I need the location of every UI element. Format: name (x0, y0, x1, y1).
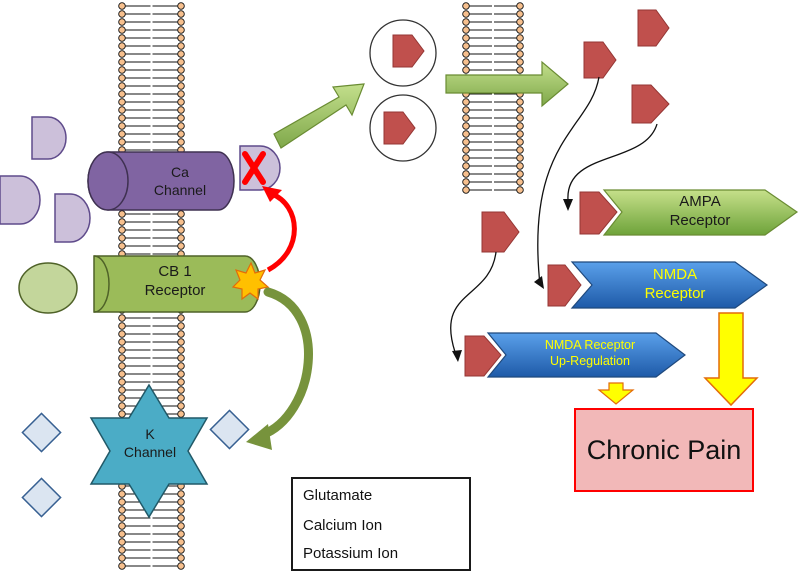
calcium-ion (31, 116, 67, 160)
glutamate-bound (464, 335, 502, 377)
cannabinoid-ligand (18, 262, 78, 314)
glutamate-molecule (383, 111, 416, 145)
glutamate-bound (547, 264, 582, 307)
chronic-pain-box: Chronic Pain (574, 408, 754, 492)
potassium-ion (21, 412, 62, 453)
ampa-receptor (602, 189, 799, 236)
nmda-receptor (570, 261, 769, 309)
block-x-icon (242, 151, 266, 185)
glutamate-molecule (583, 41, 617, 79)
glutamate-release-arrow (445, 60, 569, 108)
binding-arrowheads (452, 199, 573, 362)
release-arrow (273, 83, 365, 149)
chronic-pain-label: Chronic Pain (586, 434, 742, 465)
ca-channel (87, 151, 235, 211)
inhibition-arrow (266, 191, 297, 273)
glutamate-molecule (637, 9, 670, 47)
potassium-ion (21, 477, 62, 518)
k-activation-arrowhead (246, 424, 272, 450)
cell-membrane-right (462, 2, 524, 194)
glutamate-molecule (392, 34, 425, 68)
calcium-ion (0, 175, 41, 225)
pain-arrow-large (703, 312, 759, 407)
inhibition-arrowhead (262, 186, 282, 202)
pain-arrow-small (597, 382, 635, 405)
nmda-upregulation (486, 332, 686, 378)
glutamate-molecule (631, 84, 670, 124)
activation-star-icon (231, 261, 270, 301)
k-channel (89, 383, 209, 519)
k-activation-arrow (257, 287, 313, 440)
glutamate-molecule (481, 211, 520, 253)
glutamate-bound (579, 191, 618, 235)
legend-glutamate-label: Glutamate (303, 487, 373, 504)
binding-arrows (450, 76, 658, 353)
legend-calcium-label: Calcium Ion (303, 517, 383, 534)
potassium-ion (209, 409, 250, 450)
calcium-ion (54, 193, 91, 243)
legend-box: Glutamate Calcium Ion Potassium Ion (291, 477, 471, 571)
legend-potassium-label: Potassium Ion (303, 545, 399, 562)
